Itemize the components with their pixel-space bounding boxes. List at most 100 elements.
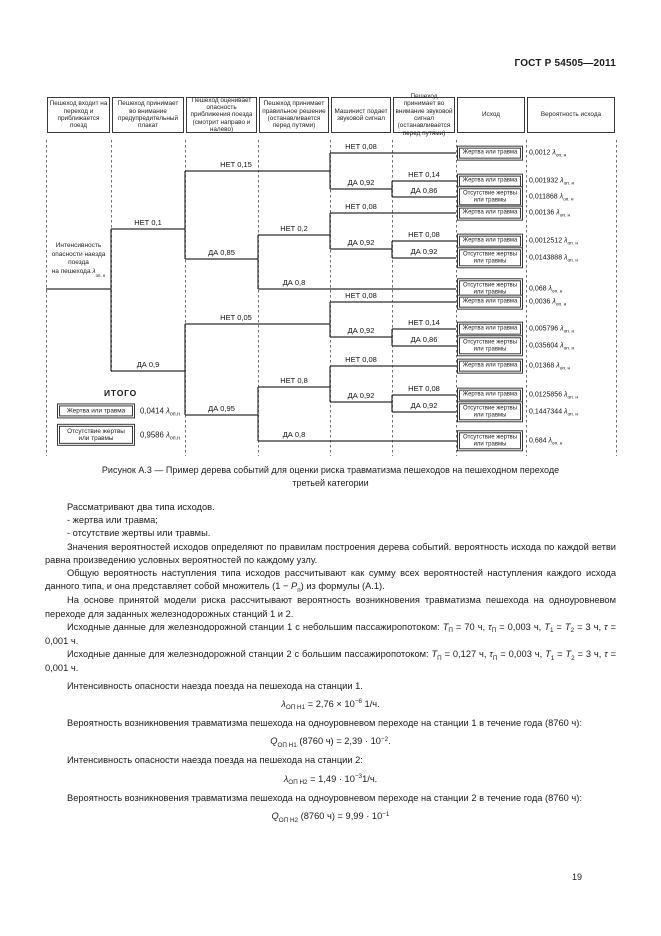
outcome-box: Жертва или травма bbox=[457, 321, 523, 337]
paragraph: Исходные данные для железнодорожной стан… bbox=[45, 621, 617, 647]
outcome-box: Отсутствие жертвы или травмы bbox=[457, 247, 523, 269]
figure-caption: Рисунок А.3 — Пример дерева событий для … bbox=[45, 464, 616, 490]
outcome-probability: 0,035604 λоп. н bbox=[529, 342, 575, 352]
outcome-box: Отсутствие жертвы или травмы bbox=[457, 401, 523, 423]
branch-label: НЕТ 0,14 bbox=[408, 318, 440, 327]
column-header-1: Пешеход входит на переход и приближается… bbox=[47, 97, 110, 133]
outcome-box-label: Отсутствие жертвы или травмы bbox=[459, 432, 521, 450]
outcome-probability: 0,068 λоп. н bbox=[529, 285, 563, 295]
outcome-probability: 0,1447344 λоп. н bbox=[529, 408, 578, 418]
branch-label: НЕТ 0,05 bbox=[220, 313, 252, 322]
branch-label: НЕТ 0,15 bbox=[220, 160, 252, 169]
outcome-box-label: Жертва или травма bbox=[459, 296, 521, 308]
outcome-box: Жертва или травма bbox=[457, 387, 523, 403]
outcome-box-label: Отсутствие жертвы или травмы bbox=[459, 403, 521, 421]
branch-label: НЕТ 0,08 bbox=[345, 202, 377, 211]
branch-label: ДА 0,95 bbox=[208, 404, 235, 413]
branch-label: ДА 0,9 bbox=[136, 360, 160, 369]
totals-outcome-label: Жертва или травма bbox=[59, 405, 133, 417]
totals-outcome-label: Отсутствие жертвы или травмы bbox=[59, 425, 133, 445]
outcome-box: Отсутствие жертвы или травмы bbox=[457, 186, 523, 208]
branch-label: ДА 0,92 bbox=[347, 178, 375, 187]
formula: λОП Н2 = 1,49 · 10−31/ч. bbox=[283, 773, 378, 787]
outcome-box-label: Отсутствие жертвы или травмы bbox=[459, 188, 521, 206]
branch-label: ДА 0,86 bbox=[410, 335, 438, 344]
outcome-box: Жертва или травма bbox=[457, 145, 523, 161]
column-header-4: Пешеход принимает правильное решение (ос… bbox=[259, 97, 329, 133]
totals-value: 0,0414 λоп.н bbox=[140, 406, 181, 418]
outcome-box: Отсутствие жертвы или травмы bbox=[457, 335, 523, 357]
totals-outcome-box: Жертва или травма bbox=[57, 403, 135, 419]
outcome-probability: 0,0125856 λоп. н bbox=[529, 391, 578, 401]
paragraph: Вероятность возникновения травматизма пе… bbox=[67, 792, 582, 803]
paragraphs: Рассматривают два типа исходов. - жертва … bbox=[45, 501, 616, 824]
paragraph: Исходные данные для железнодорожной стан… bbox=[45, 649, 617, 674]
column-header-8: Вероятность исхода bbox=[527, 97, 615, 133]
outcome-box: Жертва или травма bbox=[457, 358, 523, 374]
outcome-box-label: Жертва или травма bbox=[459, 323, 521, 335]
outcome-box-label: Отсутствие жертвы или травмы bbox=[459, 249, 521, 267]
tree-column-headers: Пешеход входит на переход и приближается… bbox=[46, 93, 616, 137]
branch-label: НЕТ 0,08 bbox=[408, 230, 440, 239]
outcome-probability: 0,0143888 λоп. н bbox=[529, 254, 578, 264]
outcome-probability: 0,01368 λоп. н bbox=[529, 362, 571, 372]
outcome-box-label: Жертва или травма bbox=[459, 175, 521, 187]
totals-outcome-box: Отсутствие жертвы или травмы bbox=[57, 423, 135, 447]
outcome-box-label: Жертва или травма bbox=[459, 235, 521, 247]
outcome-box: Жертва или травма bbox=[457, 233, 523, 249]
column-header-3: Пешеход оценивает опасность приближения … bbox=[186, 97, 257, 133]
outcome-probability: 0,00136 λоп. н bbox=[529, 209, 571, 219]
outcome-box-label: Жертва или травма bbox=[459, 389, 521, 401]
branch-label: ДА 0,8 bbox=[282, 278, 306, 287]
column-header-5: Машинист подает звуковой сигнал bbox=[331, 97, 391, 133]
outcome-box: Отсутствие жертвы или травмы bbox=[457, 430, 523, 452]
event-tree-diagram: Пешеход входит на переход и приближается… bbox=[46, 93, 617, 462]
paragraph: На основе принятой модели риска рассчиты… bbox=[45, 595, 616, 619]
standard-number: ГОСТ Р 54505—2011 bbox=[514, 58, 616, 69]
branch-label: ДА 0,92 bbox=[347, 238, 375, 247]
paragraph: Интенсивность опасности наезда поезда на… bbox=[67, 680, 363, 691]
column-header-7: Исход bbox=[457, 97, 525, 133]
paragraph: Общую вероятность наступления типа исход… bbox=[45, 568, 616, 594]
formula: QОП Н1 (8760 ч) = 2,39 · 10−2. bbox=[270, 735, 391, 749]
totals-label: ИТОГО bbox=[104, 388, 138, 398]
branch-label: ДА 0,92 bbox=[347, 391, 375, 400]
figure-caption-line2: третьей категории bbox=[292, 478, 369, 488]
body-text: Рисунок А.3 — Пример дерева событий для … bbox=[45, 464, 616, 829]
outcome-probability: 0,005796 λоп. н bbox=[529, 325, 575, 335]
branch-label: ДА 0,85 bbox=[208, 248, 235, 257]
outcome-box-label: Жертва или травма bbox=[459, 147, 521, 159]
totals-value: 0,9586 λоп.н bbox=[140, 430, 181, 442]
branch-label: ДА 0,92 bbox=[347, 326, 375, 335]
outcome-probability: 0,001932 λоп. н bbox=[529, 177, 575, 187]
outcome-box-label: Жертва или травма bbox=[459, 360, 521, 372]
branch-label: НЕТ 0,08 bbox=[345, 355, 377, 364]
outcome-probability: 0,0036 λоп. н bbox=[529, 298, 567, 308]
branch-label: НЕТ 0,2 bbox=[280, 224, 308, 233]
branch-label: ДА 0,86 bbox=[410, 186, 438, 195]
column-header-2: Пешеход принимает во внимание предупреди… bbox=[112, 97, 184, 133]
outcome-box-label: Отсутствие жертвы или травмы bbox=[459, 337, 521, 355]
outcome-probability: 0,0012 λоп. н bbox=[529, 149, 567, 159]
page-number: 19 bbox=[571, 872, 582, 882]
paragraph: - жертва или травма; bbox=[67, 515, 158, 526]
branch-label: НЕТ 0,08 bbox=[345, 142, 377, 151]
outcome-probability: 0,0012512 λоп. н bbox=[529, 237, 578, 247]
paragraph: Рассматривают два типа исходов. bbox=[67, 502, 215, 512]
outcome-box-label: Жертва или травма bbox=[459, 207, 521, 219]
outcome-box: Жертва или травма bbox=[457, 205, 523, 221]
branch-label: НЕТ 0,1 bbox=[134, 218, 162, 227]
branch-label: НЕТ 0,08 bbox=[408, 384, 440, 393]
branch-label: НЕТ 0,14 bbox=[408, 170, 440, 179]
paragraph: Значения вероятностей исходов определяют… bbox=[45, 541, 616, 565]
paragraph: - отсутствие жертвы или травмы. bbox=[67, 528, 211, 539]
branch-label: НЕТ 0,8 bbox=[280, 376, 308, 385]
paragraph: Интенсивность опасности наезда поезда на… bbox=[67, 755, 363, 766]
branch-label: ДА 0,8 bbox=[282, 430, 306, 439]
formula: QОП Н2 (8760 ч) = 9,99 · 10−1 bbox=[271, 810, 390, 824]
formula: λОП Н1 = 2,76 × 10−6 1/ч. bbox=[281, 698, 380, 712]
outcome-box: Жертва или травма bbox=[457, 294, 523, 310]
figure-caption-line1: Рисунок А.3 — Пример дерева событий для … bbox=[101, 465, 560, 475]
